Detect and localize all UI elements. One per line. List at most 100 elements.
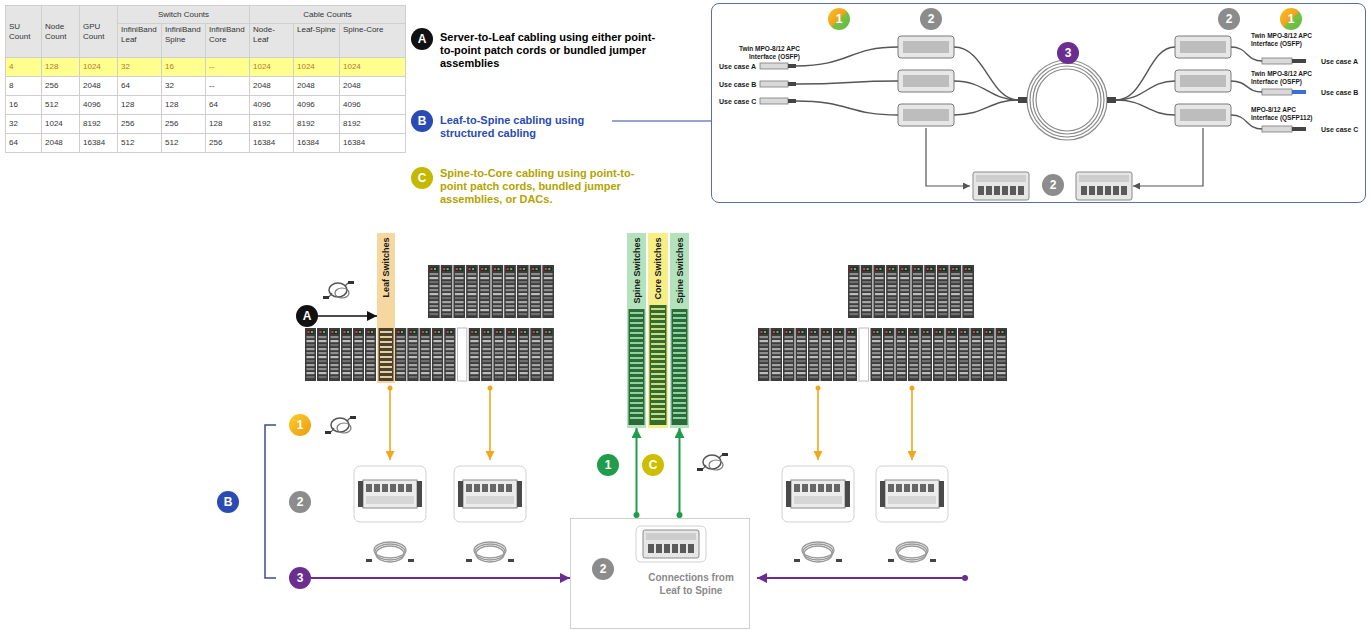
rack-unit xyxy=(922,352,931,354)
coil-plug xyxy=(466,559,472,562)
rack-top xyxy=(798,330,806,334)
rack-unit xyxy=(319,352,327,354)
rack-unit xyxy=(455,273,464,275)
switch-unit xyxy=(651,358,665,360)
rack-unit xyxy=(997,340,1006,342)
enclosure-port xyxy=(904,484,910,492)
rack-unit xyxy=(397,344,405,346)
rack-unit xyxy=(430,305,439,307)
rack-unit xyxy=(835,360,844,362)
rack-unit xyxy=(331,348,339,350)
rack-unit xyxy=(506,313,515,315)
switch-unit xyxy=(380,361,392,363)
switch-unit xyxy=(630,412,643,414)
rack-top xyxy=(823,330,831,334)
leader-arrow xyxy=(817,388,819,460)
rack-unit xyxy=(483,344,491,346)
patch-plug xyxy=(323,296,329,299)
rack-unit xyxy=(409,352,417,354)
rack-led xyxy=(886,331,888,333)
cell-text: 64 xyxy=(9,138,38,148)
rack-top xyxy=(520,330,527,334)
rack-unit xyxy=(951,281,960,283)
rack-unit xyxy=(875,293,884,295)
rack-unit xyxy=(531,297,540,299)
rack-led xyxy=(447,268,449,270)
rack-unit xyxy=(897,368,906,370)
server-rack xyxy=(971,328,983,381)
band-label: Spine Switches xyxy=(631,237,642,303)
rack-led xyxy=(786,331,788,333)
rack-unit xyxy=(343,336,351,338)
rack-led xyxy=(456,268,458,270)
rack-unit xyxy=(433,344,441,346)
rack-unit xyxy=(985,360,994,362)
rack-unit xyxy=(913,285,922,287)
cell-text: 2048 xyxy=(297,81,336,91)
rack-unit xyxy=(446,352,454,354)
enclosure-strip xyxy=(794,496,842,504)
enclosure-strip xyxy=(466,496,514,504)
cassette xyxy=(898,70,954,92)
table-cell: 2048 xyxy=(42,134,80,153)
rack-unit xyxy=(483,348,491,350)
rack-unit xyxy=(900,289,909,291)
rack-led xyxy=(867,268,869,270)
server-rack xyxy=(848,265,860,318)
rack-unit xyxy=(518,297,527,299)
rack-unit xyxy=(947,336,956,338)
rack-led xyxy=(911,331,913,333)
rack-unit xyxy=(544,348,552,350)
rack-unit xyxy=(897,364,906,366)
chassis-top xyxy=(646,533,696,540)
coil-plug xyxy=(930,559,936,562)
rack-unit xyxy=(951,273,960,275)
rack-unit xyxy=(307,336,315,338)
rack-unit xyxy=(483,372,491,374)
rack-unit xyxy=(442,305,451,307)
switch-unit xyxy=(673,402,686,404)
rack-unit xyxy=(307,340,315,342)
rack-top xyxy=(888,267,896,271)
server-rack xyxy=(908,328,920,381)
rack-top xyxy=(964,267,972,271)
callout-number: 3 xyxy=(289,567,311,589)
table-cell: 64 xyxy=(6,134,42,153)
rack-led xyxy=(773,331,775,333)
chassis-port xyxy=(656,544,662,553)
rack-unit xyxy=(913,293,922,295)
rack-led xyxy=(889,268,891,270)
rack-unit xyxy=(964,301,973,303)
trunk-coil xyxy=(1027,60,1107,140)
rack-unit xyxy=(446,336,454,338)
callout-letter: C xyxy=(642,454,664,476)
rack-unit xyxy=(822,344,831,346)
rack-unit xyxy=(972,376,981,378)
rack-led xyxy=(512,331,514,333)
rack-unit xyxy=(355,340,363,342)
rack-unit xyxy=(850,313,859,315)
rack-unit xyxy=(355,368,363,370)
rack-unit xyxy=(518,313,527,315)
rack-led xyxy=(485,268,487,270)
rack-unit xyxy=(822,352,831,354)
callout-line xyxy=(612,120,711,121)
chassis-port xyxy=(1089,186,1095,195)
cell-text: 16384 xyxy=(297,138,336,148)
rack-led xyxy=(426,331,428,333)
rack-top xyxy=(835,330,843,334)
table-cell: 1024 xyxy=(340,58,406,77)
enclosure-port xyxy=(818,484,824,492)
rack-unit xyxy=(862,277,871,279)
rack-unit xyxy=(544,289,553,291)
rack-unit xyxy=(822,336,831,338)
switch-unit xyxy=(630,322,643,324)
description-box: Server-to-Leaf cabling using either poin… xyxy=(440,31,662,70)
rack-unit xyxy=(985,368,994,370)
rack-unit xyxy=(822,340,831,342)
rack-top xyxy=(506,267,514,271)
enclosure-port xyxy=(826,484,832,492)
rack-unit xyxy=(897,348,906,350)
rack-top xyxy=(935,330,943,334)
enclosure-ear xyxy=(939,481,944,507)
